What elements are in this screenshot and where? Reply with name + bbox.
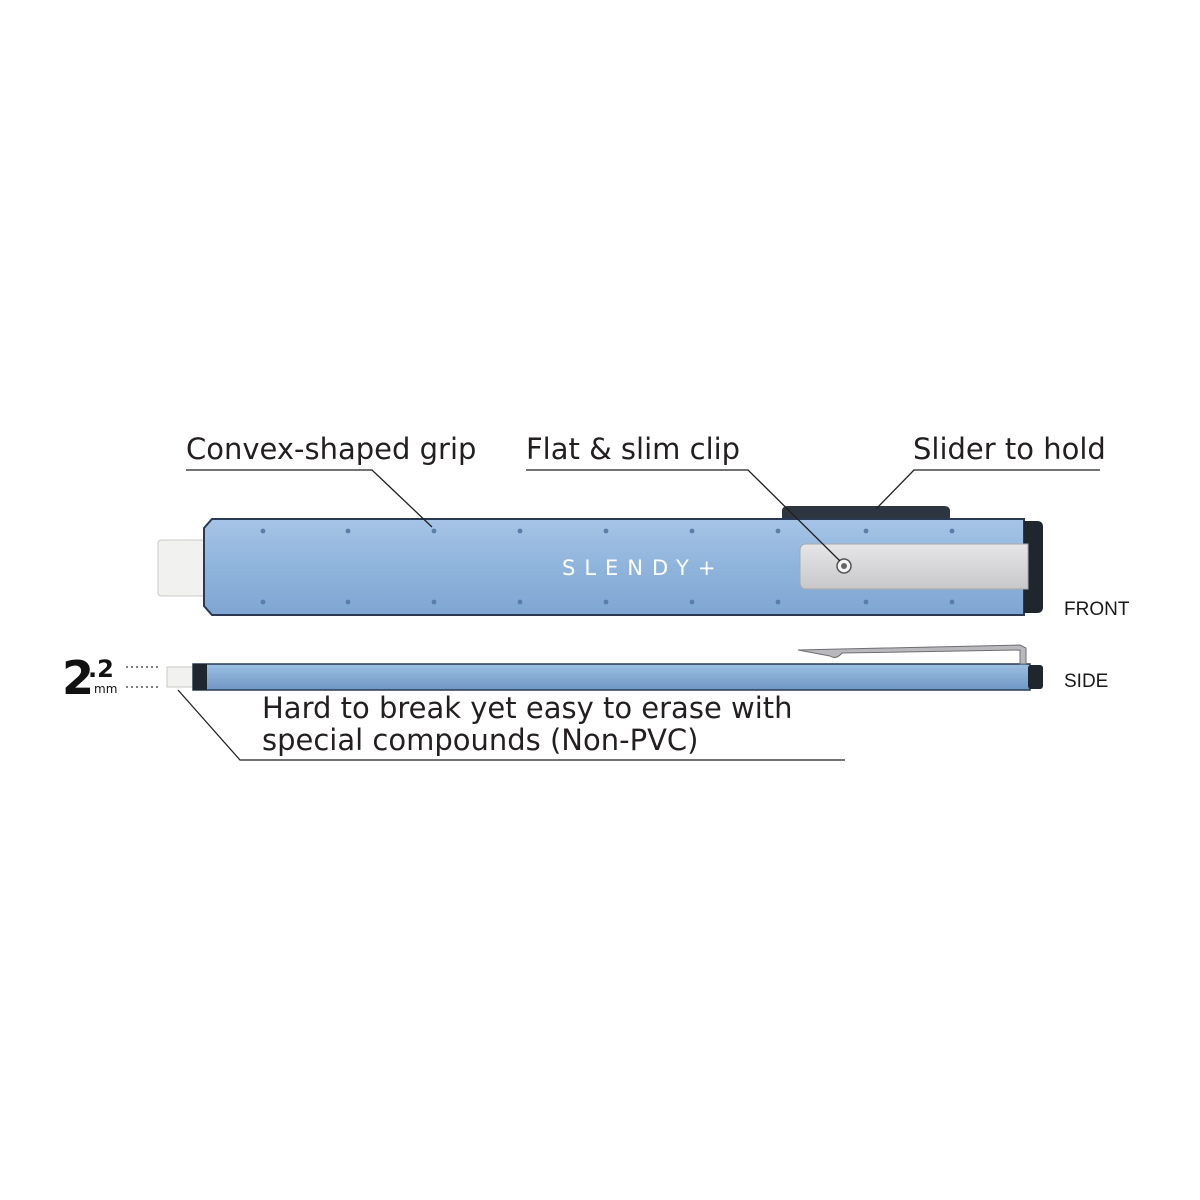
grip-label: Convex-shaped grip xyxy=(186,432,476,466)
clip-leader xyxy=(526,469,841,562)
front-view-label: FRONT xyxy=(1064,599,1130,620)
eraser-leader xyxy=(177,689,845,761)
clip-side xyxy=(797,644,1027,665)
eraser-tip-side xyxy=(166,666,194,688)
clip-front xyxy=(799,543,1029,590)
end-cap-front xyxy=(1024,521,1043,613)
side-view-label: SIDE xyxy=(1064,671,1108,692)
grip-dots xyxy=(260,528,955,605)
end-cap-side xyxy=(1028,665,1043,689)
slider-label: Slider to hold xyxy=(913,432,1106,466)
dimension-marker: 2 .2 mm xyxy=(62,651,160,705)
dimension-integer: 2 xyxy=(62,651,94,705)
dimension-decimal: .2 xyxy=(88,655,114,683)
eraser-body-front xyxy=(203,518,1025,616)
dimension-unit: mm xyxy=(94,682,117,696)
brand-logo: SLENDY+ xyxy=(562,556,724,580)
clip-label: Flat & slim clip xyxy=(526,432,740,466)
eraser-tip-front xyxy=(157,539,209,597)
eraser-label-line2: special compounds (Non-PVC) xyxy=(262,723,698,757)
eraser-body-side xyxy=(192,663,1031,691)
slider-leader xyxy=(875,469,1100,510)
grip-leader xyxy=(186,469,433,528)
eraser-label-line1: Hard to break yet easy to erase with xyxy=(262,691,793,725)
